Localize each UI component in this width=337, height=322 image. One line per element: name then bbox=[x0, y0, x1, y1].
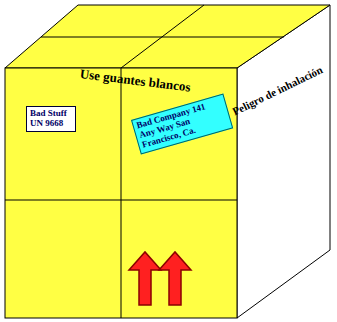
label-text: Bad Stuff UN 9668 bbox=[30, 109, 72, 129]
top-face bbox=[5, 5, 330, 68]
front-face bbox=[5, 68, 237, 318]
front-seam bbox=[5, 200, 237, 201]
hazard-label: Bad Stuff UN 9668 bbox=[26, 106, 76, 132]
up-arrow bbox=[159, 252, 191, 305]
up-arrow bbox=[129, 252, 161, 305]
top-seam bbox=[41, 37, 284, 38]
front-seam bbox=[121, 68, 122, 318]
